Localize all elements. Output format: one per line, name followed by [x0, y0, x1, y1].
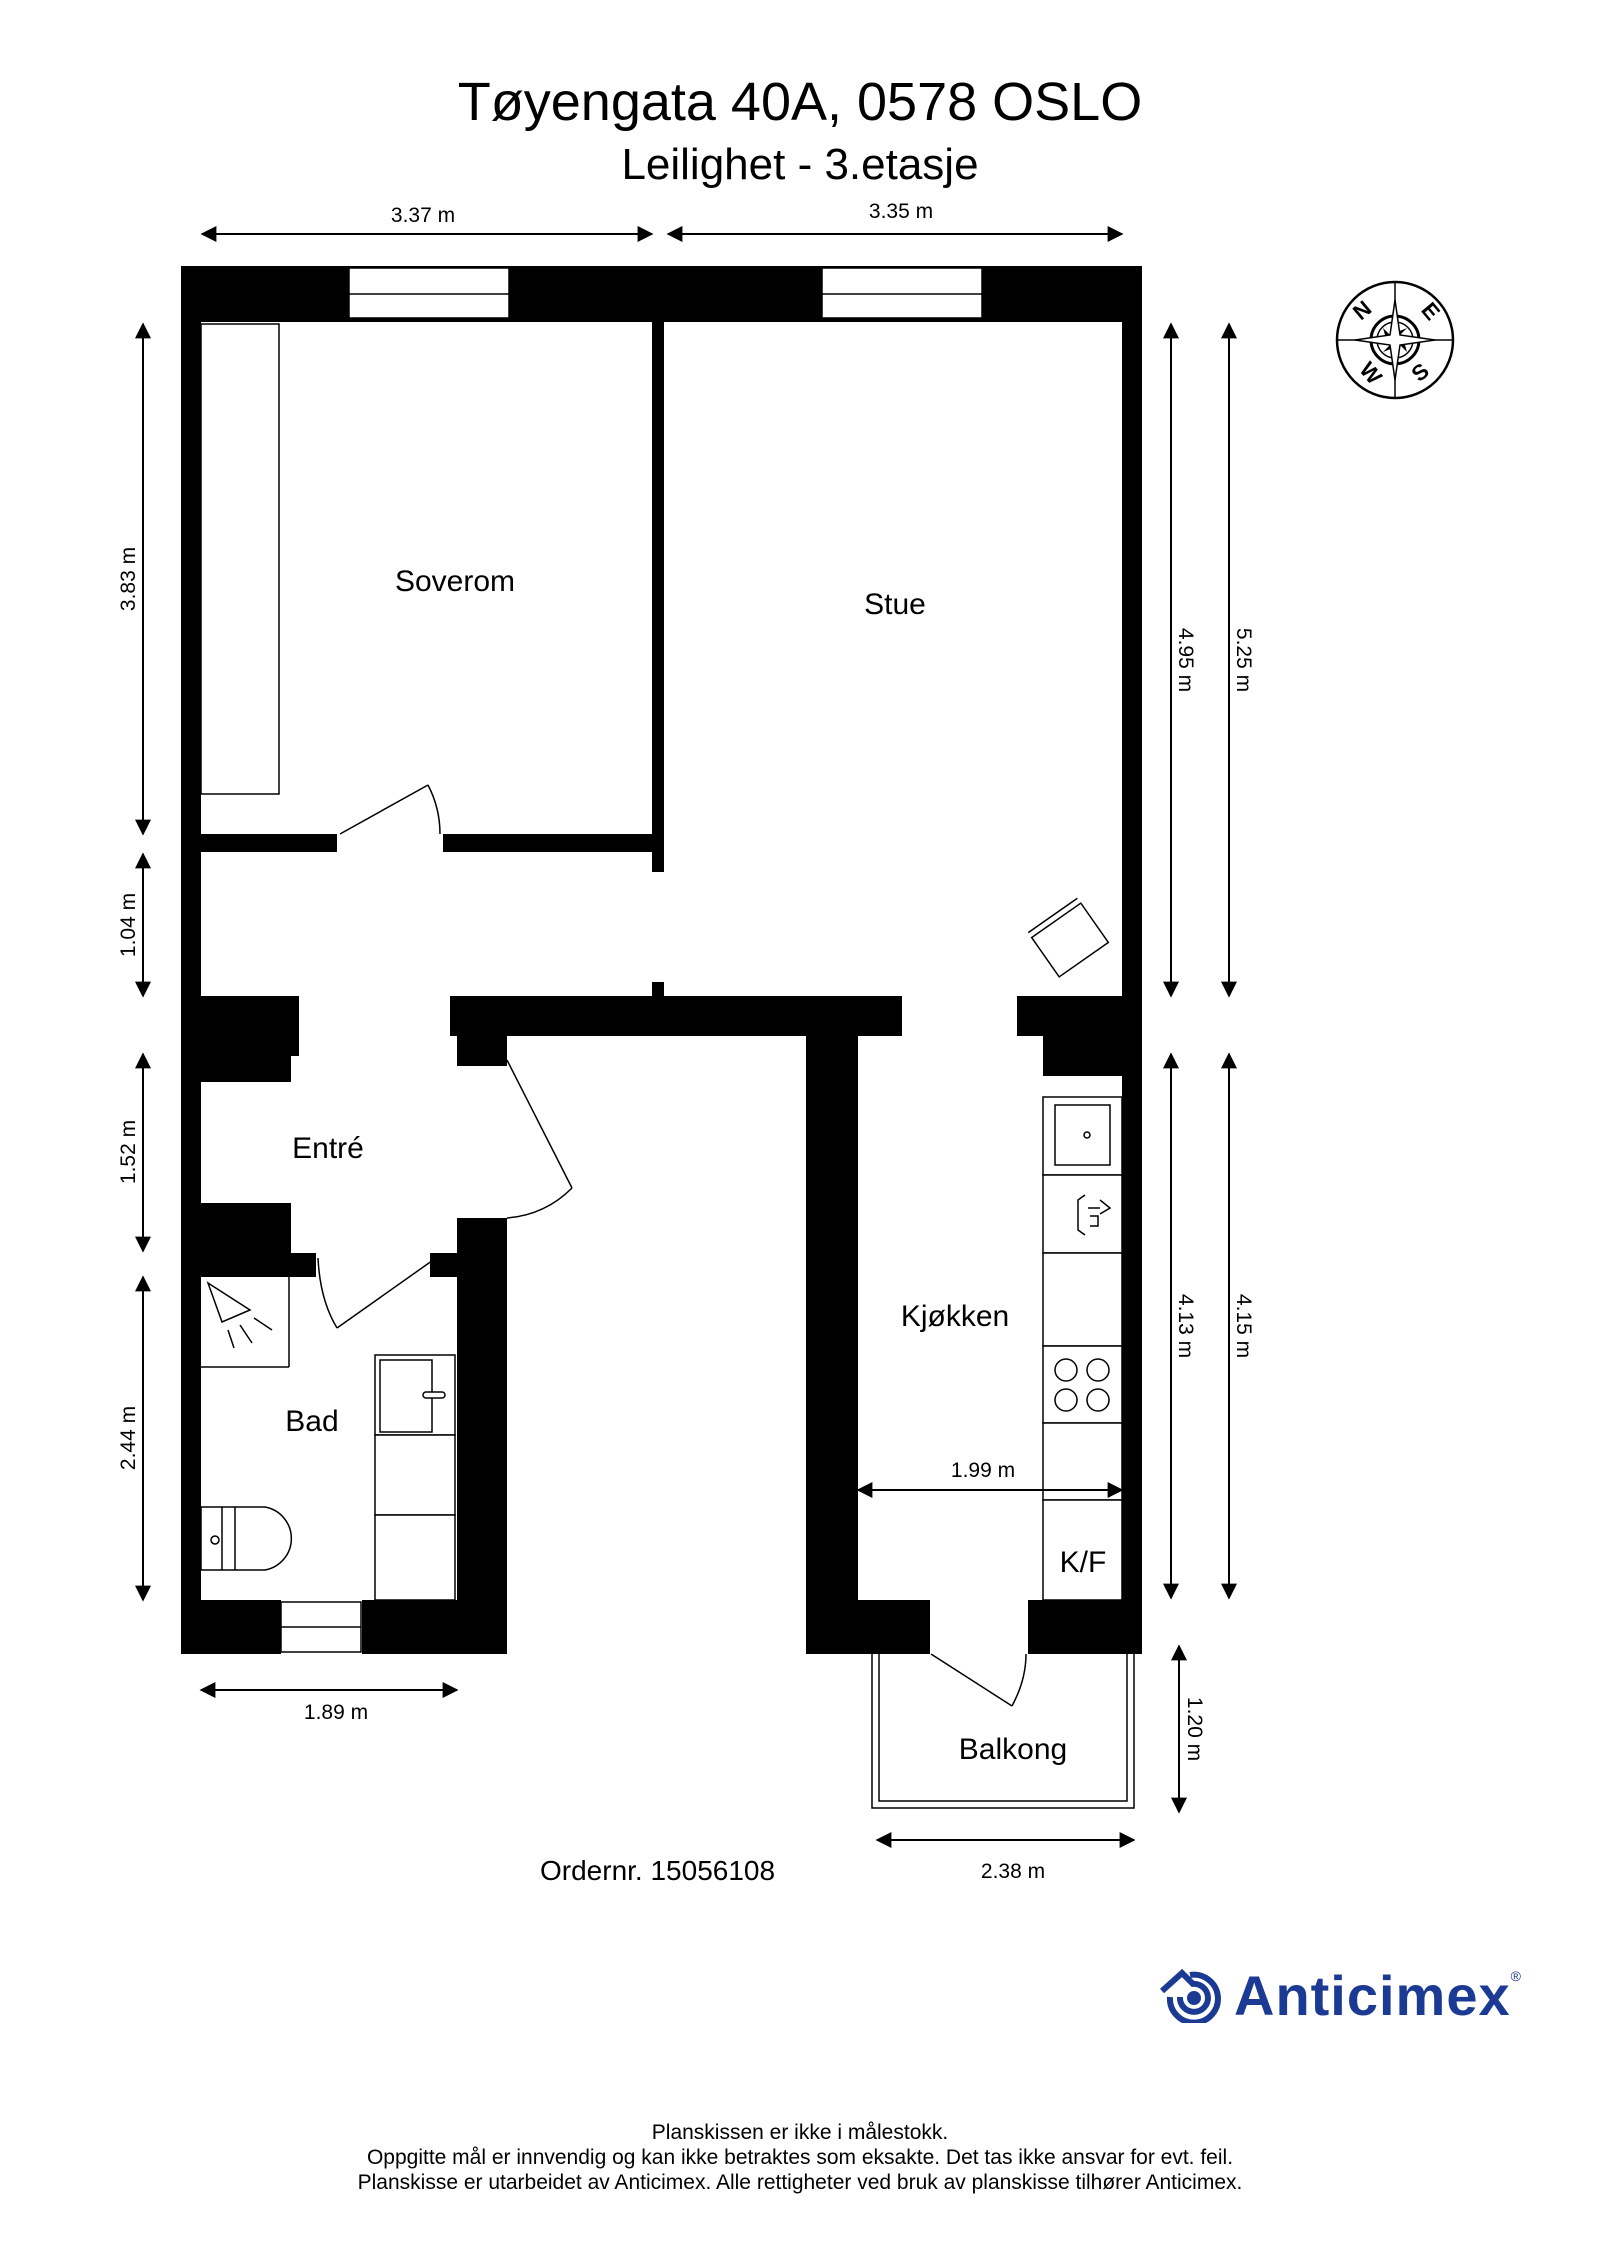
dimension-lines — [135, 226, 1237, 1848]
registered-mark: ® — [1510, 1968, 1521, 1984]
dim-left-4: 2.44 m — [117, 1406, 140, 1470]
page-title: Tøyengata 40A, 0578 OSLO — [457, 72, 1143, 132]
room-label-bad: Bad — [285, 1405, 338, 1438]
bath-fixtures — [200, 1354, 456, 1601]
dim-right-outer-bottom: 4.15 m — [1232, 1294, 1255, 1358]
room-label-soverom: Soverom — [395, 565, 515, 598]
brand-name: Anticimex — [1234, 1963, 1511, 2027]
compass-icon: N E S W — [1335, 280, 1455, 400]
room-label-kjokken: Kjøkken — [901, 1300, 1009, 1333]
armchair — [1027, 897, 1110, 978]
disclaimer-line-1: Planskissen er ikke i målestokk. — [651, 2121, 949, 2144]
compass-s: S — [1407, 358, 1434, 387]
room-label-stue: Stue — [864, 588, 926, 621]
disclaimer-line-3: Planskisse er utarbeidet av Anticimex. A… — [357, 2171, 1243, 2194]
dim-right-outer-top: 5.25 m — [1232, 628, 1255, 692]
anticimex-logo: Anticimex ® — [1160, 1960, 1521, 2030]
windows — [280, 267, 983, 1653]
walls — [181, 266, 1142, 1654]
room-label-balkong: Balkong — [959, 1733, 1067, 1766]
anticimex-logo-icon — [1160, 1968, 1221, 2023]
page-subtitle: Leilighet - 3.etasje — [621, 140, 979, 189]
wardrobe — [200, 323, 280, 795]
compass-e: E — [1416, 298, 1445, 325]
dim-balcony-width: 2.38 m — [981, 1860, 1045, 1883]
kitchen-counter — [1042, 1096, 1123, 1601]
shower — [201, 1277, 290, 1368]
disclaimer-line-2: Oppgitte mål er innvendig og kan ikke be… — [366, 2146, 1234, 2169]
dim-left-3: 1.52 m — [117, 1120, 140, 1184]
dim-right-inner-bottom: 4.13 m — [1174, 1294, 1197, 1358]
fridge-freezer-label: K/F — [1060, 1546, 1107, 1579]
dim-top-right: 3.35 m — [869, 200, 933, 223]
dim-kitchen-width: 1.99 m — [951, 1459, 1015, 1482]
dim-left-1: 3.83 m — [117, 547, 140, 611]
dim-right-inner-top: 4.95 m — [1174, 628, 1197, 692]
dim-left-2: 1.04 m — [117, 893, 140, 957]
dim-balcony-depth: 1.20 m — [1183, 1697, 1206, 1761]
dim-bath-width: 1.89 m — [304, 1701, 368, 1724]
dishwasher-icon — [1077, 1194, 1112, 1236]
disclaimer: Planskissen er ikke i målestokk. Oppgitt… — [0, 2120, 1600, 2195]
room-label-entre: Entré — [292, 1132, 364, 1165]
order-number: Ordernr. 15056108 — [540, 1855, 776, 1886]
doors — [317, 784, 1027, 1707]
dim-top-left: 3.37 m — [391, 204, 455, 227]
balcony — [871, 1654, 1135, 1809]
